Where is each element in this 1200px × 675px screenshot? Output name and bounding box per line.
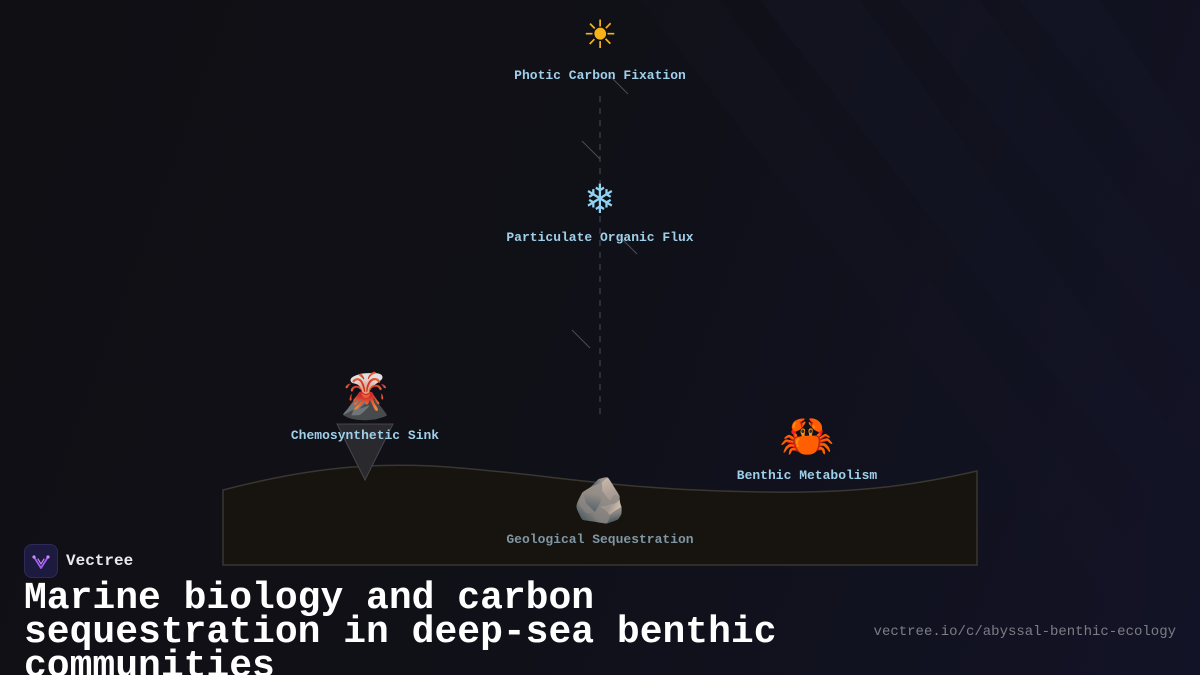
node-chemosynthetic-sink: 🌋 Chemosynthetic Sink	[291, 374, 439, 443]
node-geological-sequestration: 🪨 Geological Sequestration	[506, 478, 693, 547]
source-url[interactable]: vectree.io/c/abyssal-benthic-ecology	[873, 624, 1176, 640]
vectree-logo-icon	[24, 544, 58, 578]
brand-name: Vectree	[66, 552, 134, 570]
brand[interactable]: Vectree	[24, 544, 133, 578]
page-title: Marine biology and carbon sequestration …	[24, 577, 777, 675]
sun-icon: ☀	[584, 11, 616, 68]
crab-icon: 🦀	[779, 415, 835, 465]
volcano-icon: 🌋	[337, 375, 393, 425]
node-label: Benthic Metabolism	[736, 468, 878, 483]
node-benthic-metabolism: 🦀 Benthic Metabolism	[737, 414, 877, 483]
node-label: Photic Carbon Fixation	[514, 68, 686, 83]
particle-streak	[609, 75, 629, 95]
node-label: Geological Sequestration	[506, 532, 694, 547]
particle-streak	[581, 140, 601, 160]
particle-streak	[618, 235, 638, 255]
hydrothermal-vent-cone	[336, 423, 394, 482]
particle-streak	[571, 329, 591, 349]
rock-icon: 🪨	[572, 479, 628, 529]
seafloor	[222, 464, 978, 566]
node-label: Particulate Organic Flux	[506, 230, 694, 245]
node-photic-carbon-fixation: ☀ Photic Carbon Fixation	[514, 11, 686, 84]
node-label: Chemosynthetic Sink	[290, 428, 440, 443]
node-particulate-organic-flux: ❄ Particulate Organic Flux	[506, 176, 693, 245]
snowflake-icon: ❄	[586, 177, 614, 227]
